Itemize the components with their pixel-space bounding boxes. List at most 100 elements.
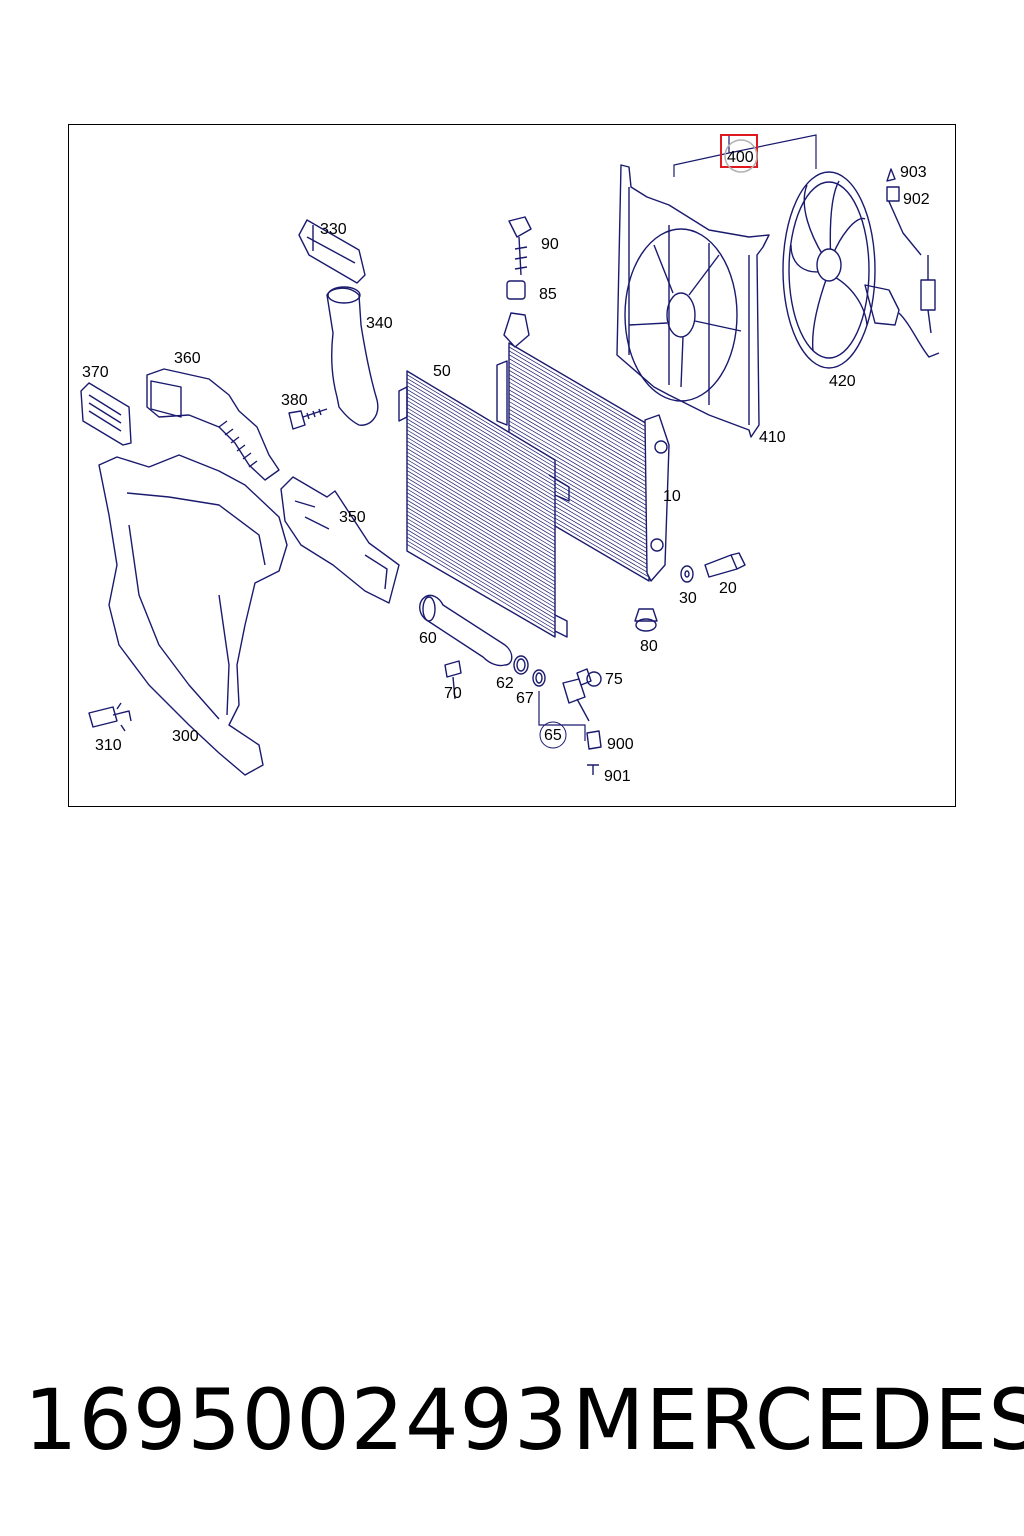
- bushing-85-part[interactable]: [506, 280, 526, 300]
- core-fin-line: [406, 440, 556, 531]
- core-fin-line: [406, 536, 556, 627]
- exploded-parts-diagram: 400 903 902 330 90 85 340 370 360 50 380…: [80, 134, 940, 785]
- core-fin-line: [508, 424, 650, 508]
- core-fin-line: [406, 477, 556, 568]
- core-fin-line: [406, 514, 556, 605]
- core-fin-line: [406, 473, 556, 564]
- highlight-box: [720, 134, 758, 168]
- fan-shroud-part[interactable]: [616, 164, 770, 438]
- callout-310[interactable]: 310: [95, 737, 122, 754]
- callout-65[interactable]: 65: [544, 727, 562, 744]
- air-guide-370-part[interactable]: [80, 382, 132, 446]
- fan-motor-part[interactable]: [782, 168, 940, 369]
- core-fin-line: [508, 416, 650, 500]
- condenser-part[interactable]: [398, 370, 570, 638]
- callout-50[interactable]: 50: [433, 363, 451, 380]
- core-fin-line: [508, 366, 650, 449]
- drain-plug-80-part[interactable]: [634, 608, 658, 632]
- connector-900-part[interactable]: [586, 730, 602, 750]
- air-duct-350-part[interactable]: [280, 476, 400, 604]
- callout-62[interactable]: 62: [496, 675, 514, 692]
- callout-330[interactable]: 330: [320, 221, 347, 238]
- callout-400[interactable]: 400: [727, 149, 754, 166]
- core-fin-line: [406, 481, 556, 571]
- core-fin-line: [406, 470, 556, 560]
- core-fin-line: [406, 422, 556, 512]
- core-fin-line: [508, 428, 650, 512]
- core-fin-line: [508, 401, 650, 484]
- callout-85[interactable]: 85: [539, 286, 557, 303]
- core-fin-line: [406, 462, 556, 553]
- o-ring-67-part[interactable]: [532, 669, 546, 687]
- core-fin-line: [406, 503, 556, 594]
- brand-name: MERCEDES: [572, 1371, 1024, 1469]
- callout-300[interactable]: 300: [172, 728, 199, 745]
- core-fin-line: [406, 492, 556, 582]
- terminal-901-part[interactable]: [587, 764, 599, 775]
- radiator-part[interactable]: [496, 312, 670, 582]
- callout-380[interactable]: 380: [281, 392, 308, 409]
- core-fin-line: [508, 389, 650, 473]
- screw-70-part[interactable]: [444, 660, 462, 700]
- callout-410[interactable]: 410: [759, 429, 786, 446]
- highlight-circle: [724, 139, 758, 173]
- callout-350[interactable]: 350: [339, 509, 366, 526]
- core-fin-line: [406, 485, 556, 575]
- core-fin-line: [406, 396, 556, 487]
- screw-380-part[interactable]: [288, 408, 328, 430]
- callout-900[interactable]: 900: [607, 736, 634, 753]
- clip-310-part[interactable]: [88, 702, 132, 732]
- core-fin-line: [406, 466, 556, 557]
- callout-360[interactable]: 360: [174, 350, 201, 367]
- core-fin-line: [406, 418, 556, 509]
- radiator-frame-300-part[interactable]: [98, 454, 288, 776]
- clip-90-part[interactable]: [508, 216, 532, 276]
- core-fin-line: [406, 521, 556, 612]
- core-fin-line: [406, 518, 556, 608]
- screw-75-part[interactable]: [576, 668, 602, 687]
- callout-901[interactable]: 901: [604, 768, 631, 785]
- air-duct-330-part[interactable]: [298, 219, 366, 284]
- callout-labels: 400 903 902 330 90 85 340 370 360 50 380…: [82, 134, 930, 785]
- callout-902[interactable]: 902: [903, 191, 930, 208]
- core-fin-line: [406, 451, 556, 542]
- washer-30-part[interactable]: [680, 565, 694, 583]
- core-fin-line: [406, 403, 556, 494]
- core-fin-line: [508, 385, 650, 469]
- callout-340[interactable]: 340: [366, 315, 393, 332]
- pressure-switch-65-part[interactable]: [538, 678, 590, 749]
- core-fin-line: [508, 369, 650, 453]
- footer: 1695002493 MERCEDES: [0, 1370, 1024, 1470]
- callout-60[interactable]: 60: [419, 630, 437, 647]
- receiver-dryer-60-part[interactable]: [419, 594, 513, 667]
- part-number: 1695002493: [24, 1371, 569, 1469]
- core-fin-line: [406, 499, 556, 590]
- core-fin-line: [508, 381, 650, 465]
- intake-hose-360-part[interactable]: [146, 368, 280, 481]
- core-fin-line: [406, 510, 556, 601]
- callout-80[interactable]: 80: [640, 638, 658, 655]
- core-fin-line: [406, 407, 556, 498]
- core-fin-line: [508, 393, 650, 477]
- callout-30[interactable]: 30: [679, 590, 697, 607]
- callout-20[interactable]: 20: [719, 580, 737, 597]
- core-fin-line: [406, 378, 556, 468]
- core-fin-line: [406, 429, 556, 520]
- callout-10[interactable]: 10: [663, 488, 681, 505]
- core-fin-line: [508, 354, 650, 438]
- callout-903[interactable]: 903: [900, 164, 927, 181]
- core-fin-line: [508, 420, 650, 504]
- plug-20-part[interactable]: [704, 552, 746, 578]
- callout-67[interactable]: 67: [516, 690, 534, 707]
- callout-70[interactable]: 70: [444, 685, 462, 702]
- core-fin-line: [406, 385, 556, 476]
- callout-90[interactable]: 90: [541, 236, 559, 253]
- callout-75[interactable]: 75: [605, 671, 623, 688]
- callout-420[interactable]: 420: [829, 373, 856, 390]
- air-pipe-340-part[interactable]: [326, 286, 379, 426]
- callout-370[interactable]: 370: [82, 364, 109, 381]
- core-fin-line: [406, 381, 556, 472]
- o-ring-62-part[interactable]: [513, 655, 529, 675]
- core-fin-line: [508, 346, 650, 430]
- core-fin-line: [508, 397, 650, 480]
